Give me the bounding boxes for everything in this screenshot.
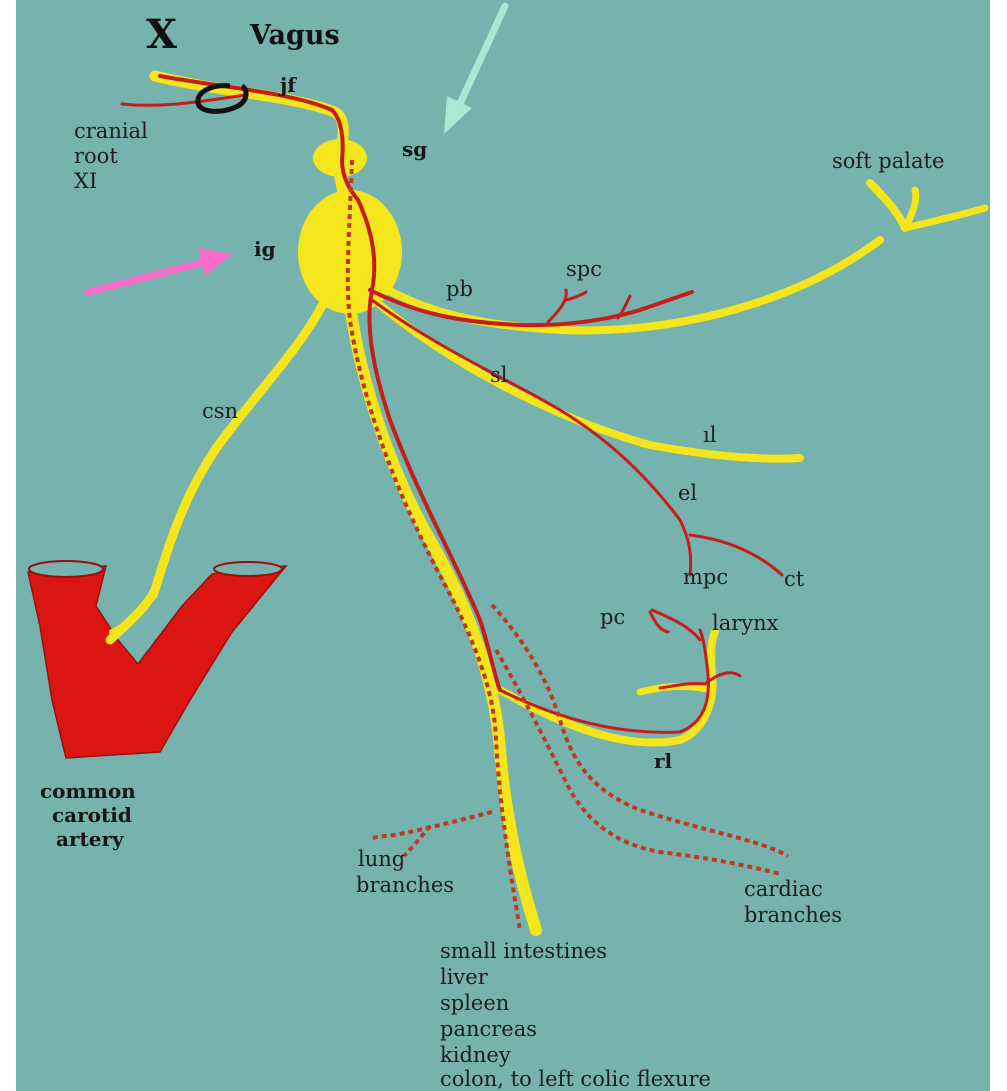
label-cardiac-line2: branches: [744, 903, 842, 927]
label-csn: csn: [202, 399, 238, 423]
label-el: el: [678, 481, 697, 505]
label-organ-spleen: spleen: [440, 991, 509, 1015]
label-mpc: mpc: [683, 565, 728, 589]
label-pb: pb: [446, 277, 473, 301]
label-organ-colon: colon, to left colic flexure: [440, 1067, 711, 1091]
label-common-carotid-line2: carotid: [52, 803, 132, 827]
label-cardiac-line1: cardiac: [744, 877, 823, 901]
label-organ-pancreas: pancreas: [440, 1017, 537, 1041]
label-cranial-root-line1: cranial: [74, 119, 148, 143]
title-name: Vagus: [249, 20, 340, 51]
carotid-lumen-left: [29, 561, 103, 577]
label-cranial-root-line3: XI: [74, 169, 97, 193]
label-il: ıl: [703, 423, 717, 447]
label-organ-kidney: kidney: [440, 1043, 511, 1067]
label-cranial-root-line2: root: [74, 144, 118, 168]
label-rl: rl: [654, 749, 673, 773]
label-soft-palate: soft palate: [832, 149, 944, 173]
label-jf: jf: [278, 73, 297, 97]
label-organ-small-intestines: small intestines: [440, 939, 607, 963]
label-spc: spc: [566, 257, 602, 281]
label-sl: sl: [490, 363, 508, 387]
label-ig: ig: [254, 237, 276, 261]
label-sg: sg: [402, 137, 427, 161]
title-numeral: X: [146, 11, 177, 58]
label-lung-line2: branches: [356, 873, 454, 897]
label-lung-line1: lung: [358, 847, 405, 871]
label-pc: pc: [600, 605, 625, 629]
label-larynx: larynx: [712, 611, 779, 635]
label-common-carotid-line3: artery: [56, 827, 125, 851]
label-organ-liver: liver: [440, 965, 489, 989]
carotid-lumen-right: [214, 562, 282, 576]
label-common-carotid-line1: common: [40, 779, 136, 803]
label-ct: ct: [784, 567, 805, 591]
